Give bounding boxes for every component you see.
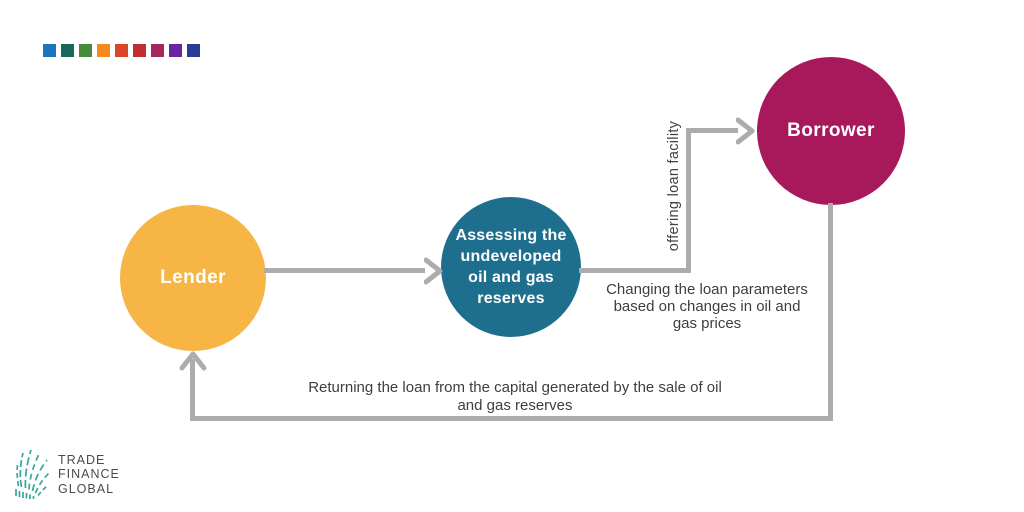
tfg-logo-fan-icon: [15, 449, 50, 499]
line-borrower-down: [828, 203, 833, 418]
palette-square: [43, 44, 56, 57]
palette-square: [79, 44, 92, 57]
edge-label-changing-loan-parameters: Changing the loan parameters based on ch…: [606, 281, 808, 332]
node-borrower-label: Borrower: [787, 120, 875, 141]
palette-square: [151, 44, 164, 57]
line-vertical-offering: [686, 128, 691, 273]
arrowhead-up-icon: [179, 351, 207, 371]
line-assessing-to-corner: [579, 268, 691, 273]
node-assessing-label: Assessing the undeveloped oil and gas re…: [455, 227, 567, 307]
palette-square: [169, 44, 182, 57]
node-borrower: Borrower: [757, 57, 905, 205]
logo-line-global: GLOBAL: [58, 481, 115, 496]
tfg-logo-wordmark: TRADE FINANCE GLOBAL: [58, 453, 120, 500]
tfg-logo: TRADE FINANCE GLOBAL: [14, 441, 120, 499]
node-lender-label: Lender: [160, 267, 226, 288]
line-return-bottom: [190, 416, 833, 421]
arrowhead-right-icon: [736, 117, 755, 145]
arrowhead-right-icon: [424, 257, 443, 285]
node-lender: Lender: [120, 205, 266, 351]
palette-square: [133, 44, 146, 57]
node-assessing-reserves: Assessing the undeveloped oil and gas re…: [441, 197, 581, 337]
arrow-lender-to-assessing: [264, 268, 425, 273]
palette-square: [115, 44, 128, 57]
edge-label-offering-loan-facility: offering loan facility: [666, 120, 682, 252]
line-return-up-to-lender: [190, 359, 195, 418]
logo-line-trade: TRADE: [58, 452, 106, 467]
palette-square: [61, 44, 74, 57]
palette-square: [97, 44, 110, 57]
palette-square: [187, 44, 200, 57]
logo-line-finance: FINANCE: [58, 467, 120, 481]
edge-label-returning-loan: Returning the loan from the capital gene…: [308, 379, 722, 414]
brand-palette: [43, 44, 200, 57]
arrow-to-borrower: [686, 128, 738, 133]
